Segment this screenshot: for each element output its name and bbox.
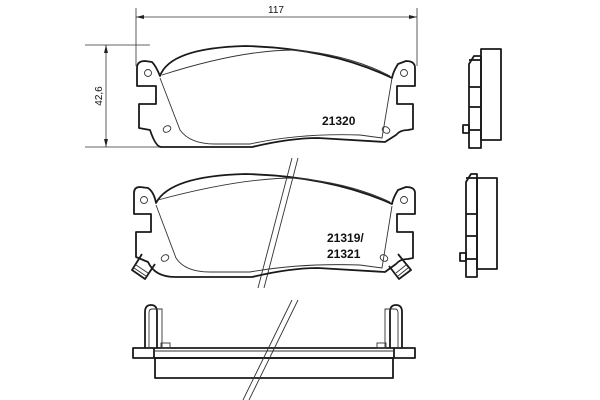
top-pad-front-view: 21320 [136, 45, 416, 148]
width-dimension-label: 117 [268, 5, 284, 16]
bottom-edge-view [132, 299, 416, 400]
middle-pad-part-number-line1: 21319/ [327, 231, 364, 245]
break-line [257, 157, 299, 289]
middle-pad-side-view [459, 173, 498, 278]
top-pad-side-view [462, 48, 502, 149]
middle-pad-part-number-line2: 21321 [327, 247, 361, 261]
height-dimension-label: 42,6 [94, 86, 105, 106]
middle-pad-front-view: 21319/ 21321 [131, 173, 416, 280]
width-dimension: 117 [135, 5, 418, 66]
height-dimension: 42,6 [85, 44, 160, 148]
top-pad-part-number: 21320 [322, 114, 356, 128]
